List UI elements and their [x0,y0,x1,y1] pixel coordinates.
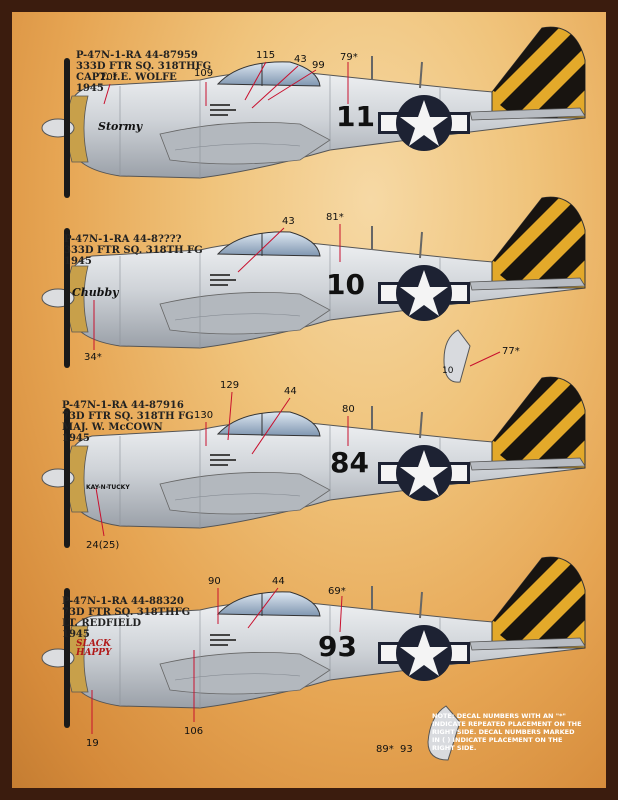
decal-callout: 24(25) [86,540,120,551]
fuselage-number: 84 [330,446,369,479]
decal-callout: 80 [342,404,355,415]
decal-callout: 10 [442,366,454,376]
decal-callout: 79* [340,52,358,63]
decal-callout: 44 [284,386,297,397]
tail-wheel-door-decal-1 [443,329,471,383]
decal-callout: 89* [376,744,394,755]
callout-lines [91,61,501,734]
nose-art: Chubby [72,286,119,299]
decal-callout: 90 [208,576,221,587]
fuselage-number: 11 [336,100,375,133]
nose-art: KAY-N-TUCKY [86,484,130,491]
decal-callout: 99 [312,60,325,71]
decal-callout: 20* [100,72,118,83]
aircraft-caption-2: P-47N-1-RA 44-8????333D FTR SQ. 318TH FG… [64,234,203,267]
placement-note: NOTE: DECAL NUMBERS WITH AN "*" INDICATE… [432,712,582,752]
tail-wheel-door-decal-2 [427,705,461,761]
decal-callout: 43 [282,216,295,227]
fuselage-number: 10 [326,268,365,301]
decal-callout: 77* [502,346,520,357]
decal-callout: 69* [328,586,346,597]
decal-callout: 81* [326,212,344,223]
decal-callout: 109 [194,68,214,79]
decal-callout: 43 [294,54,307,65]
decal-callout: 130 [194,410,214,421]
nose-art: SLACK HAPPY [76,639,112,658]
decal-callout: 93 [400,744,413,755]
decal-callout: 19 [86,738,99,749]
decal-callout: 44 [272,576,285,587]
decal-callout: 129 [220,380,240,391]
decal-callout: 106 [184,726,204,737]
fuselage-number: 93 [318,630,357,663]
decal-callout: 34* [84,352,102,363]
decal-callout: 115 [256,50,276,61]
nose-art: Stormy [98,120,143,133]
